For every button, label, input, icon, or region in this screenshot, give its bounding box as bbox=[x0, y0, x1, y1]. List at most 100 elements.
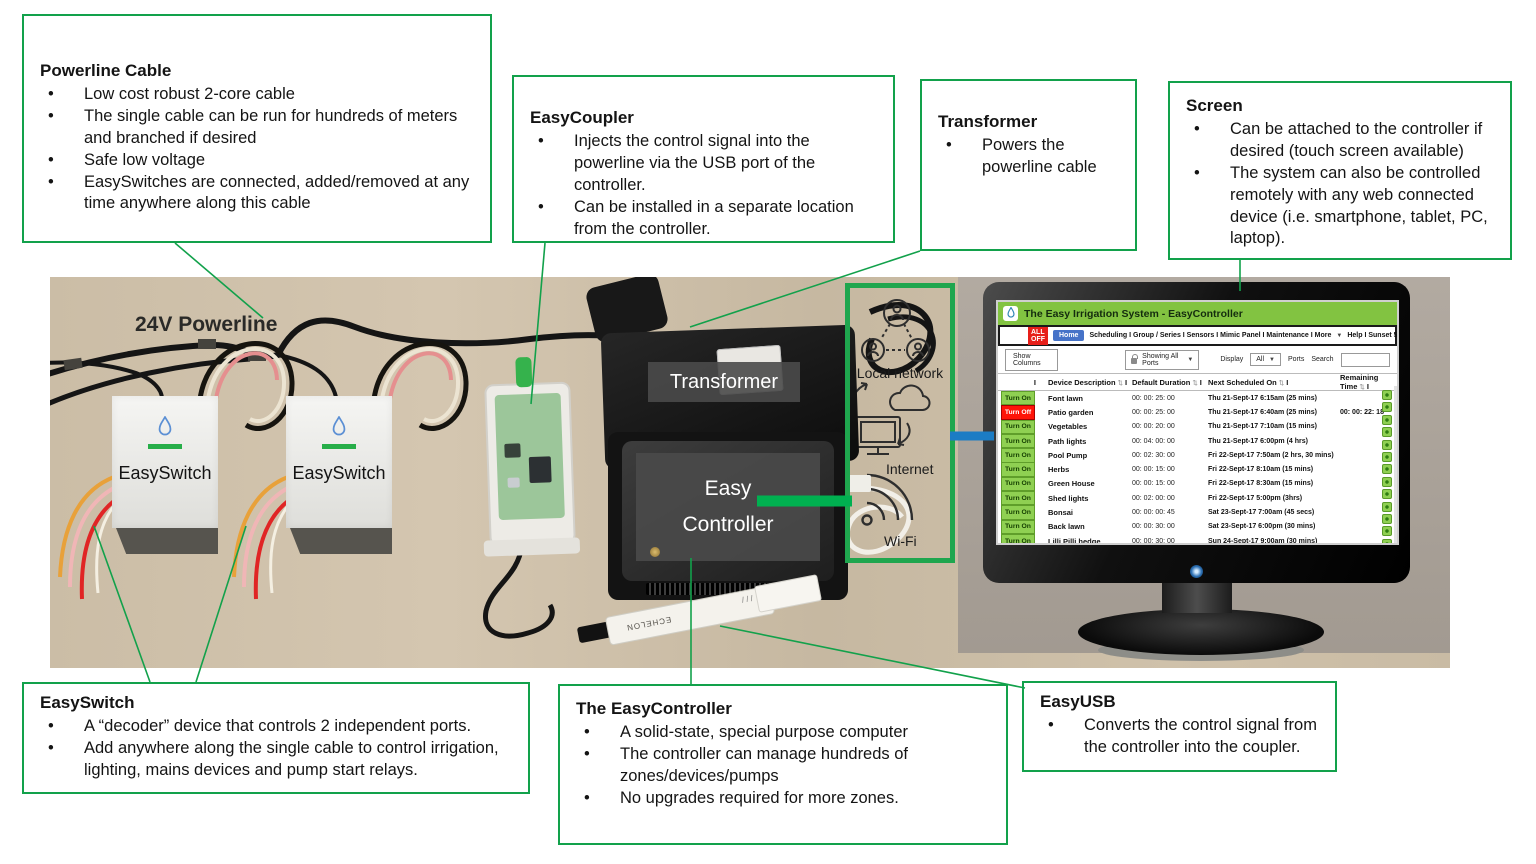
port-status-icon[interactable] bbox=[1382, 476, 1392, 487]
callout-powerline-cable: Powerline Cable Low cost robust 2-core c… bbox=[22, 14, 492, 243]
next-scheduled-on: Thu 21-Sept-17 6:40am (25 mins) bbox=[1208, 408, 1317, 416]
default-duration: 00: 02: 30: 00 bbox=[1132, 451, 1175, 459]
bullet-item: The single cable can be run for hundreds… bbox=[38, 106, 478, 150]
device-description: Pool Pump bbox=[1048, 450, 1088, 460]
toggle-port-button[interactable]: Turn On bbox=[1001, 419, 1035, 434]
bullet-item: Can be attached to the controller if des… bbox=[1184, 119, 1498, 163]
echelon-brand: ECHELON bbox=[625, 614, 672, 633]
callout-title: Screen bbox=[1186, 96, 1243, 115]
column-header[interactable]: Default Duration⇅I bbox=[1132, 377, 1202, 387]
sort-icon[interactable]: ⇅ bbox=[1192, 379, 1198, 387]
port-status-icon[interactable] bbox=[1382, 390, 1392, 400]
toggle-port-button[interactable]: Turn On bbox=[1001, 433, 1035, 449]
all-off-button[interactable]: ALL OFF bbox=[1028, 326, 1048, 345]
callout-title: Powerline Cable bbox=[40, 61, 172, 80]
toggle-port-button[interactable]: Turn Off bbox=[1001, 405, 1035, 420]
green-bar bbox=[148, 444, 182, 449]
port-status-icon[interactable] bbox=[1382, 464, 1392, 475]
toggle-port-button[interactable]: Turn On bbox=[1001, 476, 1035, 492]
easycontroller-device-label: Easy Controller bbox=[636, 453, 820, 561]
port-status-column bbox=[1382, 390, 1392, 543]
toggle-port-button[interactable]: Turn On bbox=[1001, 505, 1035, 520]
mount-bracket bbox=[483, 537, 581, 557]
toggle-port-button[interactable]: Turn On bbox=[1001, 519, 1035, 535]
screw bbox=[650, 547, 660, 557]
toggle-port-button[interactable]: Turn On bbox=[1001, 448, 1035, 463]
default-duration: 00: 00: 00: 45 bbox=[1132, 509, 1175, 517]
default-duration: 00: 00: 20: 00 bbox=[1132, 423, 1175, 431]
callout-easyswitch: EasySwitch A “decoder” device that contr… bbox=[22, 682, 530, 794]
sort-icon[interactable]: ⇅ bbox=[1359, 384, 1365, 391]
device-description: Shed lights bbox=[1048, 493, 1089, 503]
callout-title: The EasyController bbox=[576, 699, 732, 718]
toggle-port-button[interactable]: Turn On bbox=[1001, 390, 1035, 406]
help-sunset[interactable]: Help I Sunset 5.57pm bbox=[1347, 332, 1397, 339]
app-title-bar: The Easy Irrigation System - EasyControl… bbox=[998, 302, 1397, 325]
scrollbar[interactable] bbox=[1394, 386, 1397, 543]
device-description: Path lights bbox=[1048, 436, 1087, 446]
port-status-icon[interactable] bbox=[1382, 402, 1392, 413]
default-duration: 00: 04: 00: 00 bbox=[1132, 437, 1175, 445]
chevron-down-icon[interactable]: ▼ bbox=[1336, 332, 1343, 339]
display-label: Display bbox=[1220, 356, 1244, 363]
callout-transformer: Transformer Powers the powerline cable bbox=[920, 79, 1137, 251]
home-button[interactable]: Home bbox=[1052, 330, 1085, 341]
bullet-item: A solid-state, special purpose computer bbox=[574, 722, 994, 744]
callout-easycoupler: EasyCoupler Injects the control signal i… bbox=[512, 75, 895, 243]
device-shadow-side bbox=[116, 528, 218, 554]
port-status-icon[interactable] bbox=[1382, 489, 1392, 500]
port-status-icon[interactable] bbox=[1382, 513, 1392, 524]
bullet-item: Add anywhere along the single cable to c… bbox=[38, 738, 516, 782]
toggle-port-button[interactable]: Turn On bbox=[1001, 490, 1035, 506]
column-header[interactable]: Device Description⇅I bbox=[1048, 377, 1128, 387]
device-row: Turn On Pool Pump 00: 02: 30: 00 Fri 22-Sep… bbox=[998, 448, 1397, 463]
next-scheduled-on: Fri 22-Sept-17 7:50am (2 hrs, 30 mins) bbox=[1208, 451, 1334, 459]
green-bar bbox=[322, 444, 356, 449]
callout-title: EasySwitch bbox=[40, 693, 135, 712]
ports-filter-dropdown[interactable]: Showing All Ports ▼ bbox=[1125, 349, 1200, 370]
sort-icon[interactable]: ⇅ bbox=[1117, 379, 1123, 387]
bullet-item: Low cost robust 2-core cable bbox=[38, 84, 478, 106]
column-header[interactable]: Remaining Time⇅I bbox=[1340, 373, 1379, 391]
monitor-power-button[interactable] bbox=[1190, 565, 1203, 578]
search-input[interactable] bbox=[1340, 352, 1390, 367]
show-columns-button[interactable]: Show Columns bbox=[1005, 348, 1059, 371]
default-duration: 00: 00: 15: 00 bbox=[1132, 466, 1175, 474]
chevron-down-icon: ▼ bbox=[1269, 356, 1275, 363]
powerline-cable-label: 24V Powerline bbox=[135, 313, 278, 336]
port-status-icon[interactable] bbox=[1382, 538, 1392, 543]
toggle-port-button[interactable]: Turn On bbox=[1001, 462, 1035, 477]
easycoupler-device bbox=[483, 356, 581, 557]
sort-icon[interactable]: ⇅ bbox=[1278, 379, 1285, 387]
callout-title: EasyUSB bbox=[1040, 692, 1116, 711]
bullet-item: A “decoder” device that controls 2 indep… bbox=[38, 716, 516, 738]
port-status-icon[interactable] bbox=[1382, 414, 1392, 425]
menu-items[interactable]: Scheduling I Group / Series I Sensors I … bbox=[1089, 332, 1332, 339]
device-description: Lilli Pilli hedge bbox=[1048, 536, 1101, 543]
hardware-photo: 24V Powerline EasySwitch EasySwitch bbox=[50, 277, 1450, 668]
column-header[interactable]: Next Scheduled On⇅I bbox=[1208, 377, 1289, 387]
device-description: Herbs bbox=[1048, 465, 1070, 475]
port-status-icon[interactable] bbox=[1382, 451, 1392, 462]
default-duration: 00: 00: 15: 00 bbox=[1132, 480, 1175, 488]
port-status-icon[interactable] bbox=[1382, 439, 1392, 450]
port-status-icon[interactable] bbox=[1382, 526, 1392, 537]
app-menu-bar: ALL OFF Home Scheduling I Group / Series… bbox=[998, 325, 1397, 346]
water-drop-icon bbox=[1003, 306, 1018, 321]
bullet-item: The controller can manage hundreds of zo… bbox=[574, 744, 994, 788]
port-status-icon[interactable] bbox=[1382, 501, 1392, 512]
bullet-item: The system can also be controlled remote… bbox=[1184, 163, 1498, 250]
toggle-port-button[interactable]: Turn On bbox=[1001, 533, 1035, 543]
next-scheduled-on: Fri 22-Sept-17 8:30am (15 mins) bbox=[1208, 480, 1314, 488]
display-count-dropdown[interactable]: All ▼ bbox=[1250, 353, 1281, 366]
default-duration: 00: 00: 25: 00 bbox=[1132, 394, 1175, 402]
port-status-icon[interactable] bbox=[1382, 427, 1392, 438]
chevron-down-icon: ▼ bbox=[1187, 356, 1194, 363]
remaining-time: 00: 00: 22: 18 bbox=[1340, 408, 1384, 416]
water-drop-icon bbox=[286, 416, 392, 440]
